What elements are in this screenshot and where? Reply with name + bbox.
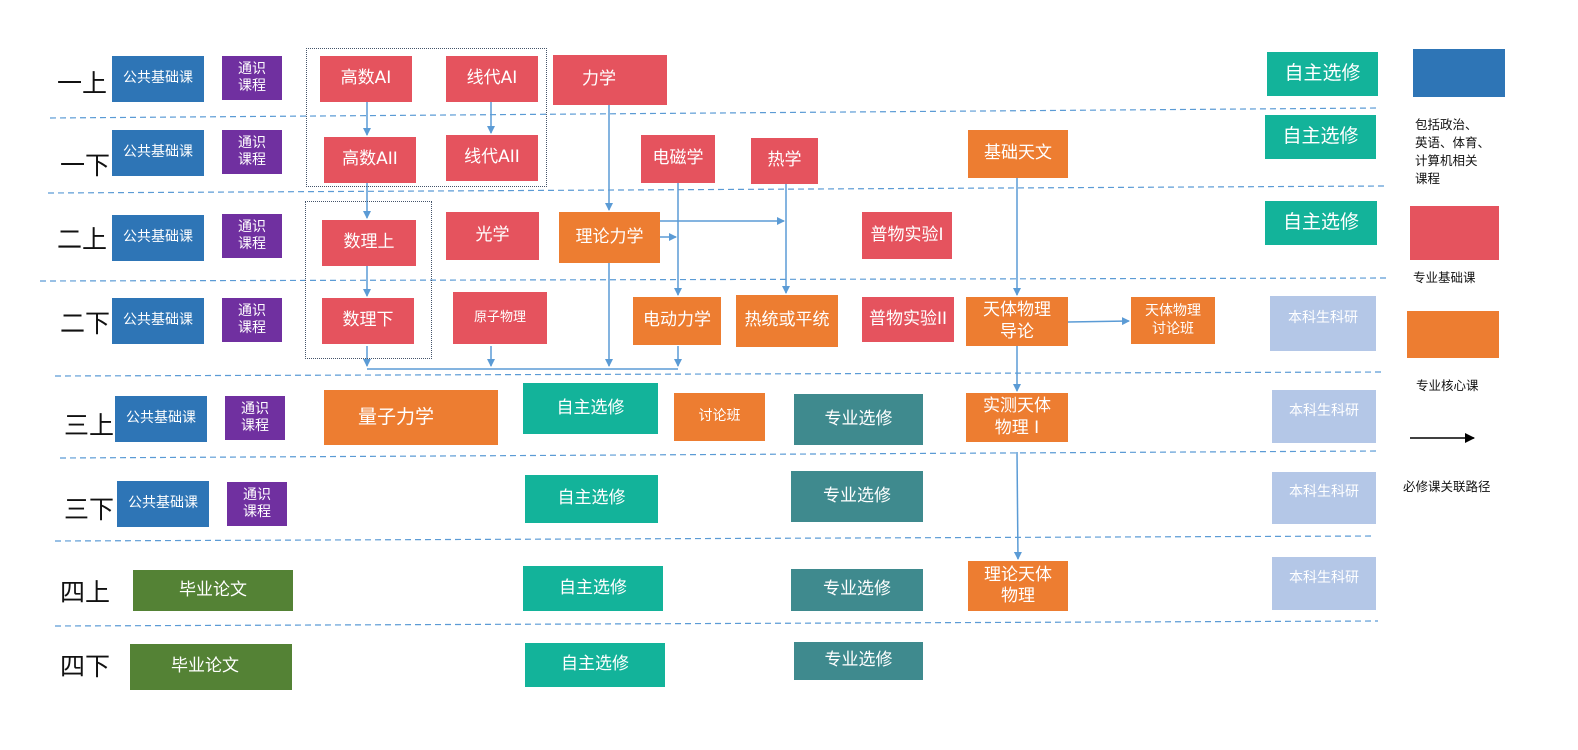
course-calc-a2: 高数AII xyxy=(324,137,416,183)
general-course-3a: 通识 课程 xyxy=(225,396,285,440)
semester-label-1b: 一下 xyxy=(60,151,111,180)
course-thermo-statistics: 热统或平统 xyxy=(736,295,838,347)
elective-4b: 自主选修 xyxy=(525,643,665,687)
semester-divider xyxy=(59,450,1381,459)
course-physics-lab-1: 普物实验I xyxy=(862,212,952,259)
research-3b: 本科生科研 xyxy=(1272,472,1376,524)
course-thermal: 热学 xyxy=(751,138,818,184)
course-math-physics-2: 数理下 xyxy=(322,298,414,344)
general-course-2a: 通识 课程 xyxy=(222,214,282,258)
thesis-4a: 毕业论文 xyxy=(133,570,293,611)
course-theoretical-astrophysics: 理论天体 物理 xyxy=(968,561,1068,611)
course-physics-lab-2: 普物实验II xyxy=(862,297,954,342)
arrow-observational-to-theoretical-astro xyxy=(1013,451,1022,560)
semester-divider xyxy=(49,107,1381,119)
general-course-2b: 通识 课程 xyxy=(222,298,282,342)
semester-divider xyxy=(54,535,1376,542)
major-elective-3b: 专业选修 xyxy=(791,471,923,522)
course-linalg-a1: 线代AI xyxy=(446,56,538,102)
group-box-math-physics xyxy=(305,201,432,359)
arrow-astrophysics-intro-to-seminar xyxy=(1067,317,1130,326)
legend-swatch-public xyxy=(1413,49,1505,97)
legend-swatch-core xyxy=(1407,311,1499,358)
semester-divider xyxy=(54,371,1386,377)
course-electrodynamics: 电动力学 xyxy=(633,297,721,345)
general-course-1b: 通识 课程 xyxy=(222,130,282,174)
legend-swatch-basic xyxy=(1410,206,1499,260)
course-math-physics-1: 数理上 xyxy=(322,220,416,266)
group-box-calc-linalg xyxy=(306,48,547,187)
course-observational-astrophysics: 实测天体 物理 I xyxy=(966,393,1068,442)
public-course-3a: 公共基础课 xyxy=(115,396,207,442)
elective-2a: 自主选修 xyxy=(1265,201,1377,245)
major-elective-4b: 专业选修 xyxy=(794,642,923,680)
semester-label-3a: 三上 xyxy=(64,411,115,440)
elective-4a: 自主选修 xyxy=(523,566,663,611)
public-course-2a: 公共基础课 xyxy=(112,215,204,261)
public-course-2b: 公共基础课 xyxy=(112,298,204,344)
general-course-3b: 通识 课程 xyxy=(227,482,287,526)
research-2b: 本科生科研 xyxy=(1270,296,1376,351)
public-course-1b: 公共基础课 xyxy=(112,130,204,176)
elective-3b: 自主选修 xyxy=(525,475,658,523)
course-astrophysics-intro: 天体物理 导论 xyxy=(966,297,1068,346)
course-seminar: 讨论班 xyxy=(674,393,765,441)
course-linalg-a2: 线代AII xyxy=(446,135,538,181)
course-electromagnetism: 电磁学 xyxy=(641,135,715,183)
legend-public-description: 包括政治、 英语、体育、 计算机相关 课程 xyxy=(1415,117,1491,187)
course-astrophysics-seminar: 天体物理 讨论班 xyxy=(1131,297,1215,344)
course-calc-a1: 高数AI xyxy=(320,56,412,102)
elective-1b: 自主选修 xyxy=(1265,115,1376,159)
legend-core-label: 专业核心课 xyxy=(1416,378,1479,393)
legend-basic-label: 专业基础课 xyxy=(1413,270,1476,285)
course-optics: 光学 xyxy=(446,212,539,260)
semester-divider xyxy=(47,185,1386,194)
elective-3a: 自主选修 xyxy=(523,383,658,434)
semester-label-1a: 一上 xyxy=(57,69,108,98)
legend-arrow-label: 必修课关联路径 xyxy=(1403,479,1491,494)
semester-label-4b: 四下 xyxy=(60,652,111,681)
semester-label-2a: 二上 xyxy=(57,225,108,254)
course-basic-astronomy: 基础天文 xyxy=(968,130,1068,178)
major-elective-3a: 专业选修 xyxy=(794,394,923,445)
semester-label-4a: 四上 xyxy=(60,578,111,607)
general-course-1a: 通识 课程 xyxy=(222,56,282,100)
course-theoretical-mechanics: 理论力学 xyxy=(559,212,660,263)
research-3a: 本科生科研 xyxy=(1272,390,1376,443)
course-quantum-mechanics: 量子力学 xyxy=(324,390,498,445)
public-course-1a: 公共基础课 xyxy=(112,56,204,102)
course-atomic-physics: 原子物理 xyxy=(453,292,547,344)
elective-1a: 自主选修 xyxy=(1267,52,1378,96)
public-course-3b: 公共基础课 xyxy=(117,481,209,527)
course-mechanics: 力学 xyxy=(553,55,667,105)
semester-label-3b: 三下 xyxy=(64,495,115,524)
major-elective-4a: 专业选修 xyxy=(791,569,923,611)
research-4a: 本科生科研 xyxy=(1272,557,1376,610)
semester-divider xyxy=(39,277,1391,282)
semester-label-2b: 二下 xyxy=(60,309,111,338)
semester-divider xyxy=(54,620,1379,627)
thesis-4b: 毕业论文 xyxy=(130,644,292,690)
